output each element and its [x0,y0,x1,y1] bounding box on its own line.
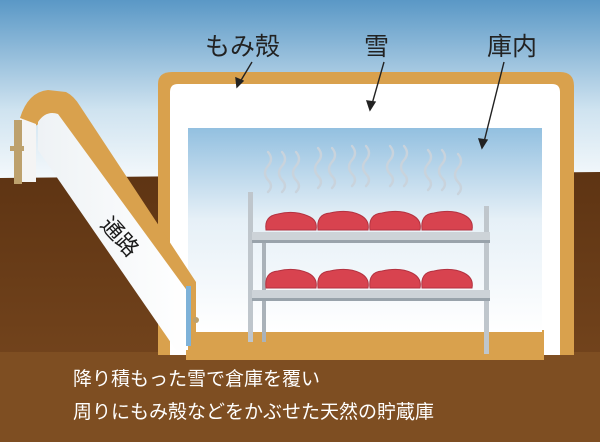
husk-pointer-head [235,76,245,89]
meat-block [421,268,473,289]
meat-block [369,268,421,289]
door-knob [193,317,199,323]
husk-pointer [239,61,253,83]
snow-pointer-head [365,100,377,112]
meat-block [317,268,369,289]
shelf-rack [248,192,490,354]
pointer-arrows [235,61,505,150]
label-inside: 庫内 [487,32,538,61]
meat-block [421,210,473,231]
caption-line-2: 周りにもみ殻などをかぶせた天然の貯蔵庫 [73,401,435,423]
passage-tunnel [38,113,188,350]
meat-block [265,211,317,231]
rack-post-mid [262,232,266,342]
husk-floor [186,330,544,360]
upper-meat-row [265,210,473,231]
lower-meat-row [265,268,473,289]
entrance-latch [10,146,24,151]
snow-pointer [371,61,385,105]
lower-shelf-edge [252,298,490,301]
upper-shelf [252,232,490,240]
label-rice-husk: もみ殻 [205,32,281,61]
ground-bottom [0,352,600,442]
meat-block [369,210,421,231]
rack-post-left [248,192,253,342]
cold-air-wisps [263,144,463,196]
meat-block [265,268,317,289]
upper-shelf-edge [252,240,490,243]
storage-door [186,286,191,346]
entrance-post [14,120,22,184]
inside-pointer-head [477,138,489,150]
inside-pointer [483,61,505,143]
caption-line-1: 降り積もった雪で倉庫を覆い [73,368,321,390]
rack-post-right [484,206,489,354]
label-snow: 雪 [364,32,390,61]
lower-shelf [252,290,490,298]
meat-block [317,210,369,231]
passage-entrance-wall [20,118,36,182]
